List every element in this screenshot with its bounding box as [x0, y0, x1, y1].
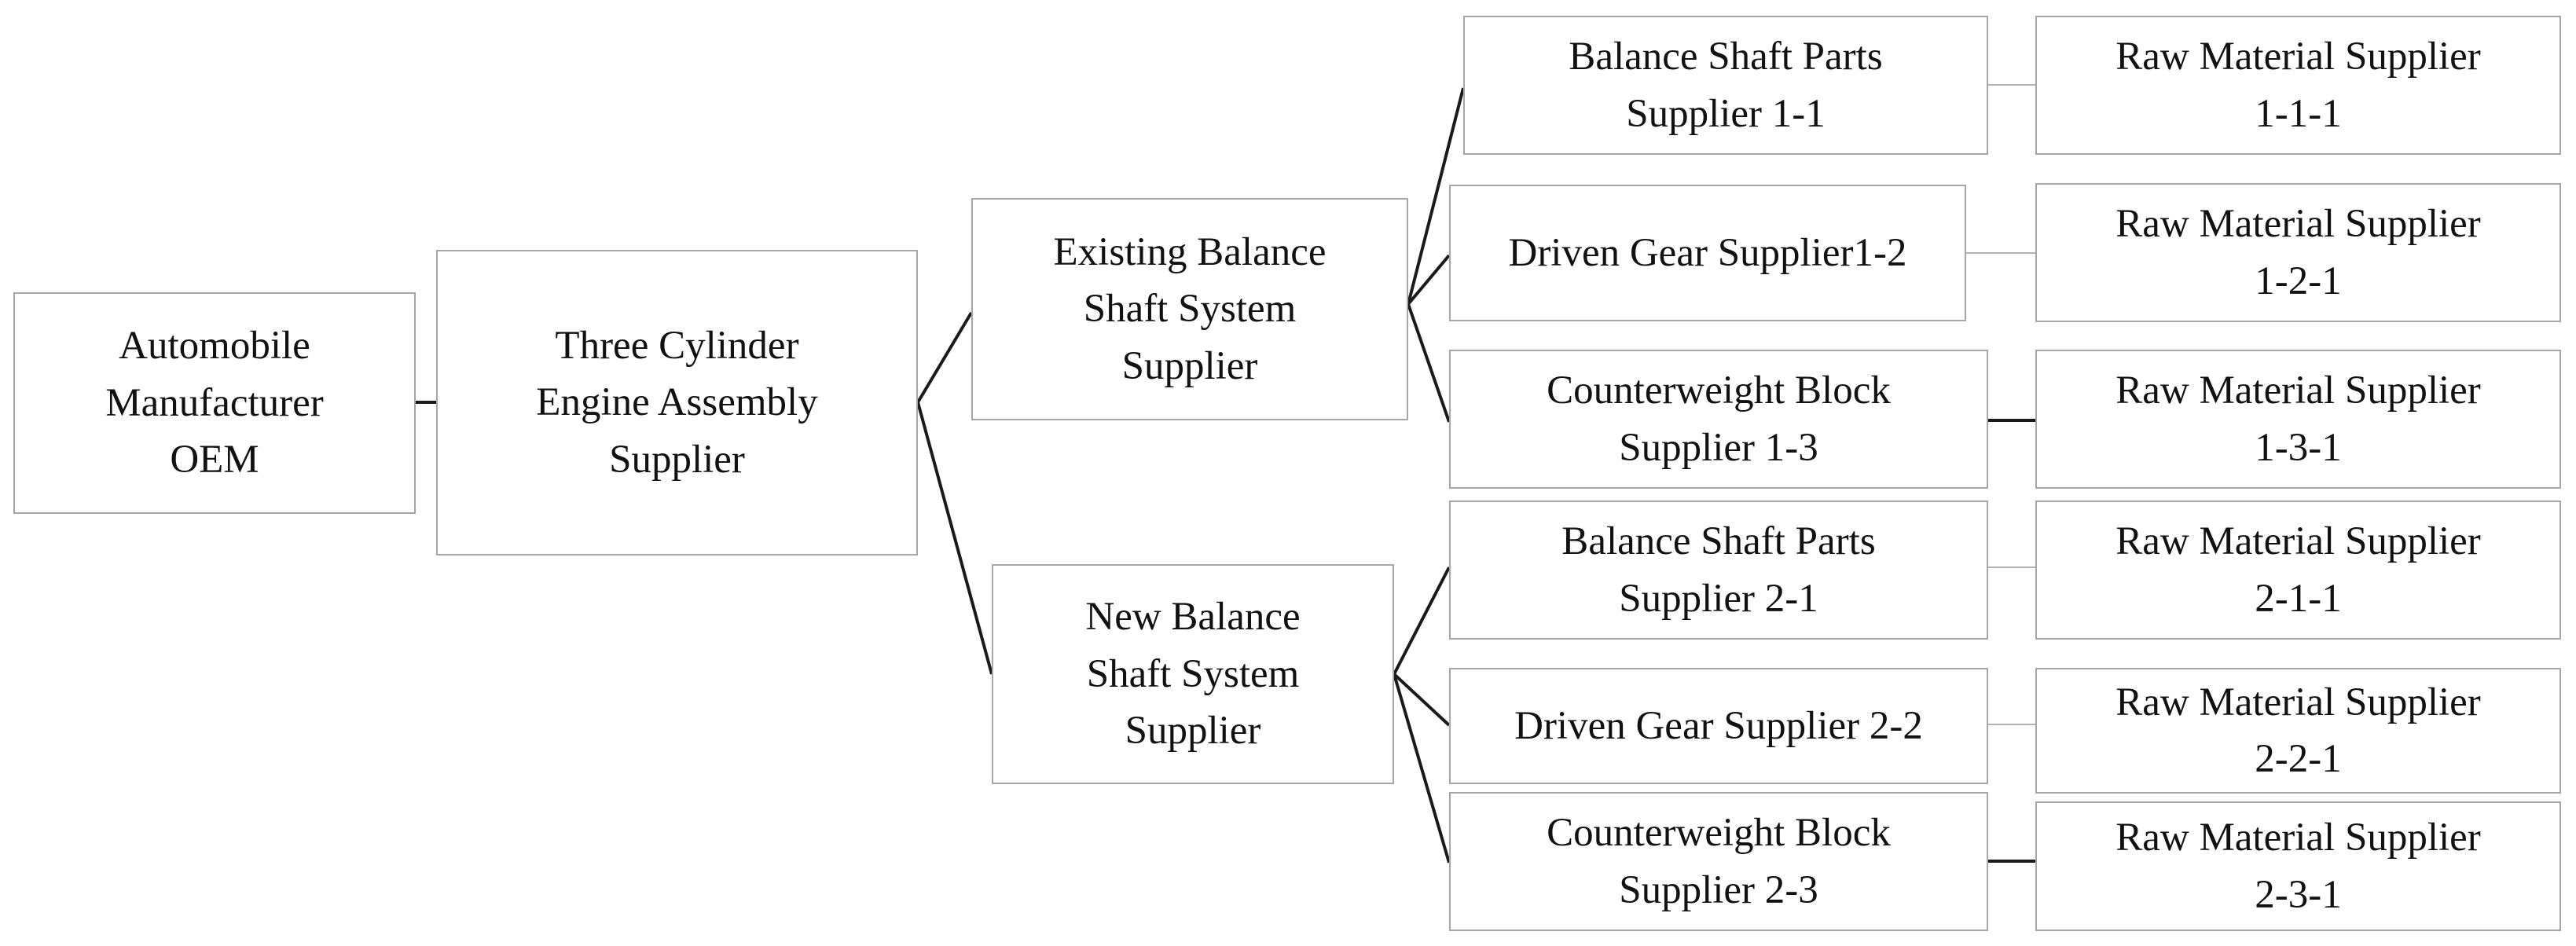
connector-existing-counter: [1407, 303, 1451, 423]
connector-engine-existing: [916, 311, 973, 404]
node-counterweight-block-2-3: Counterweight Block Supplier 2-3: [1449, 792, 1988, 931]
node-existing-balance-shaft-system: Existing Balance Shaft System Supplier: [971, 198, 1408, 420]
connector-existing-gear: [1407, 254, 1451, 306]
connector-engine-new: [916, 402, 993, 675]
connector-new-gear: [1393, 673, 1451, 727]
node-raw-material-1-1-1: Raw Material Supplier 1-1-1: [2035, 16, 2561, 155]
node-engine-assembly-supplier: Three Cylinder Engine Assembly Supplier: [436, 250, 918, 556]
node-oem: Automobile Manufacturer OEM: [13, 292, 416, 514]
node-balance-shaft-parts-1-1: Balance Shaft Parts Supplier 1-1: [1463, 16, 1988, 155]
node-driven-gear-2-2: Driven Gear Supplier 2-2: [1449, 668, 1988, 784]
node-raw-material-2-2-1: Raw Material Supplier 2-2-1: [2035, 668, 2561, 794]
node-raw-material-2-1-1: Raw Material Supplier 2-1-1: [2035, 500, 2561, 640]
node-balance-shaft-parts-2-1: Balance Shaft Parts Supplier 2-1: [1449, 500, 1988, 640]
node-raw-material-1-2-1: Raw Material Supplier 1-2-1: [2035, 183, 2561, 322]
node-new-balance-shaft-system: New Balance Shaft System Supplier: [992, 564, 1394, 784]
node-raw-material-2-3-1: Raw Material Supplier 2-3-1: [2035, 801, 2561, 931]
connector-new-counter: [1393, 673, 1451, 864]
node-raw-material-1-3-1: Raw Material Supplier 1-3-1: [2035, 350, 2561, 489]
node-driven-gear-1-2: Driven Gear Supplier1-2: [1449, 185, 1966, 321]
connector-new-parts: [1393, 566, 1451, 675]
connector-existing-parts: [1407, 87, 1465, 305]
node-counterweight-block-1-3: Counterweight Block Supplier 1-3: [1449, 350, 1988, 489]
